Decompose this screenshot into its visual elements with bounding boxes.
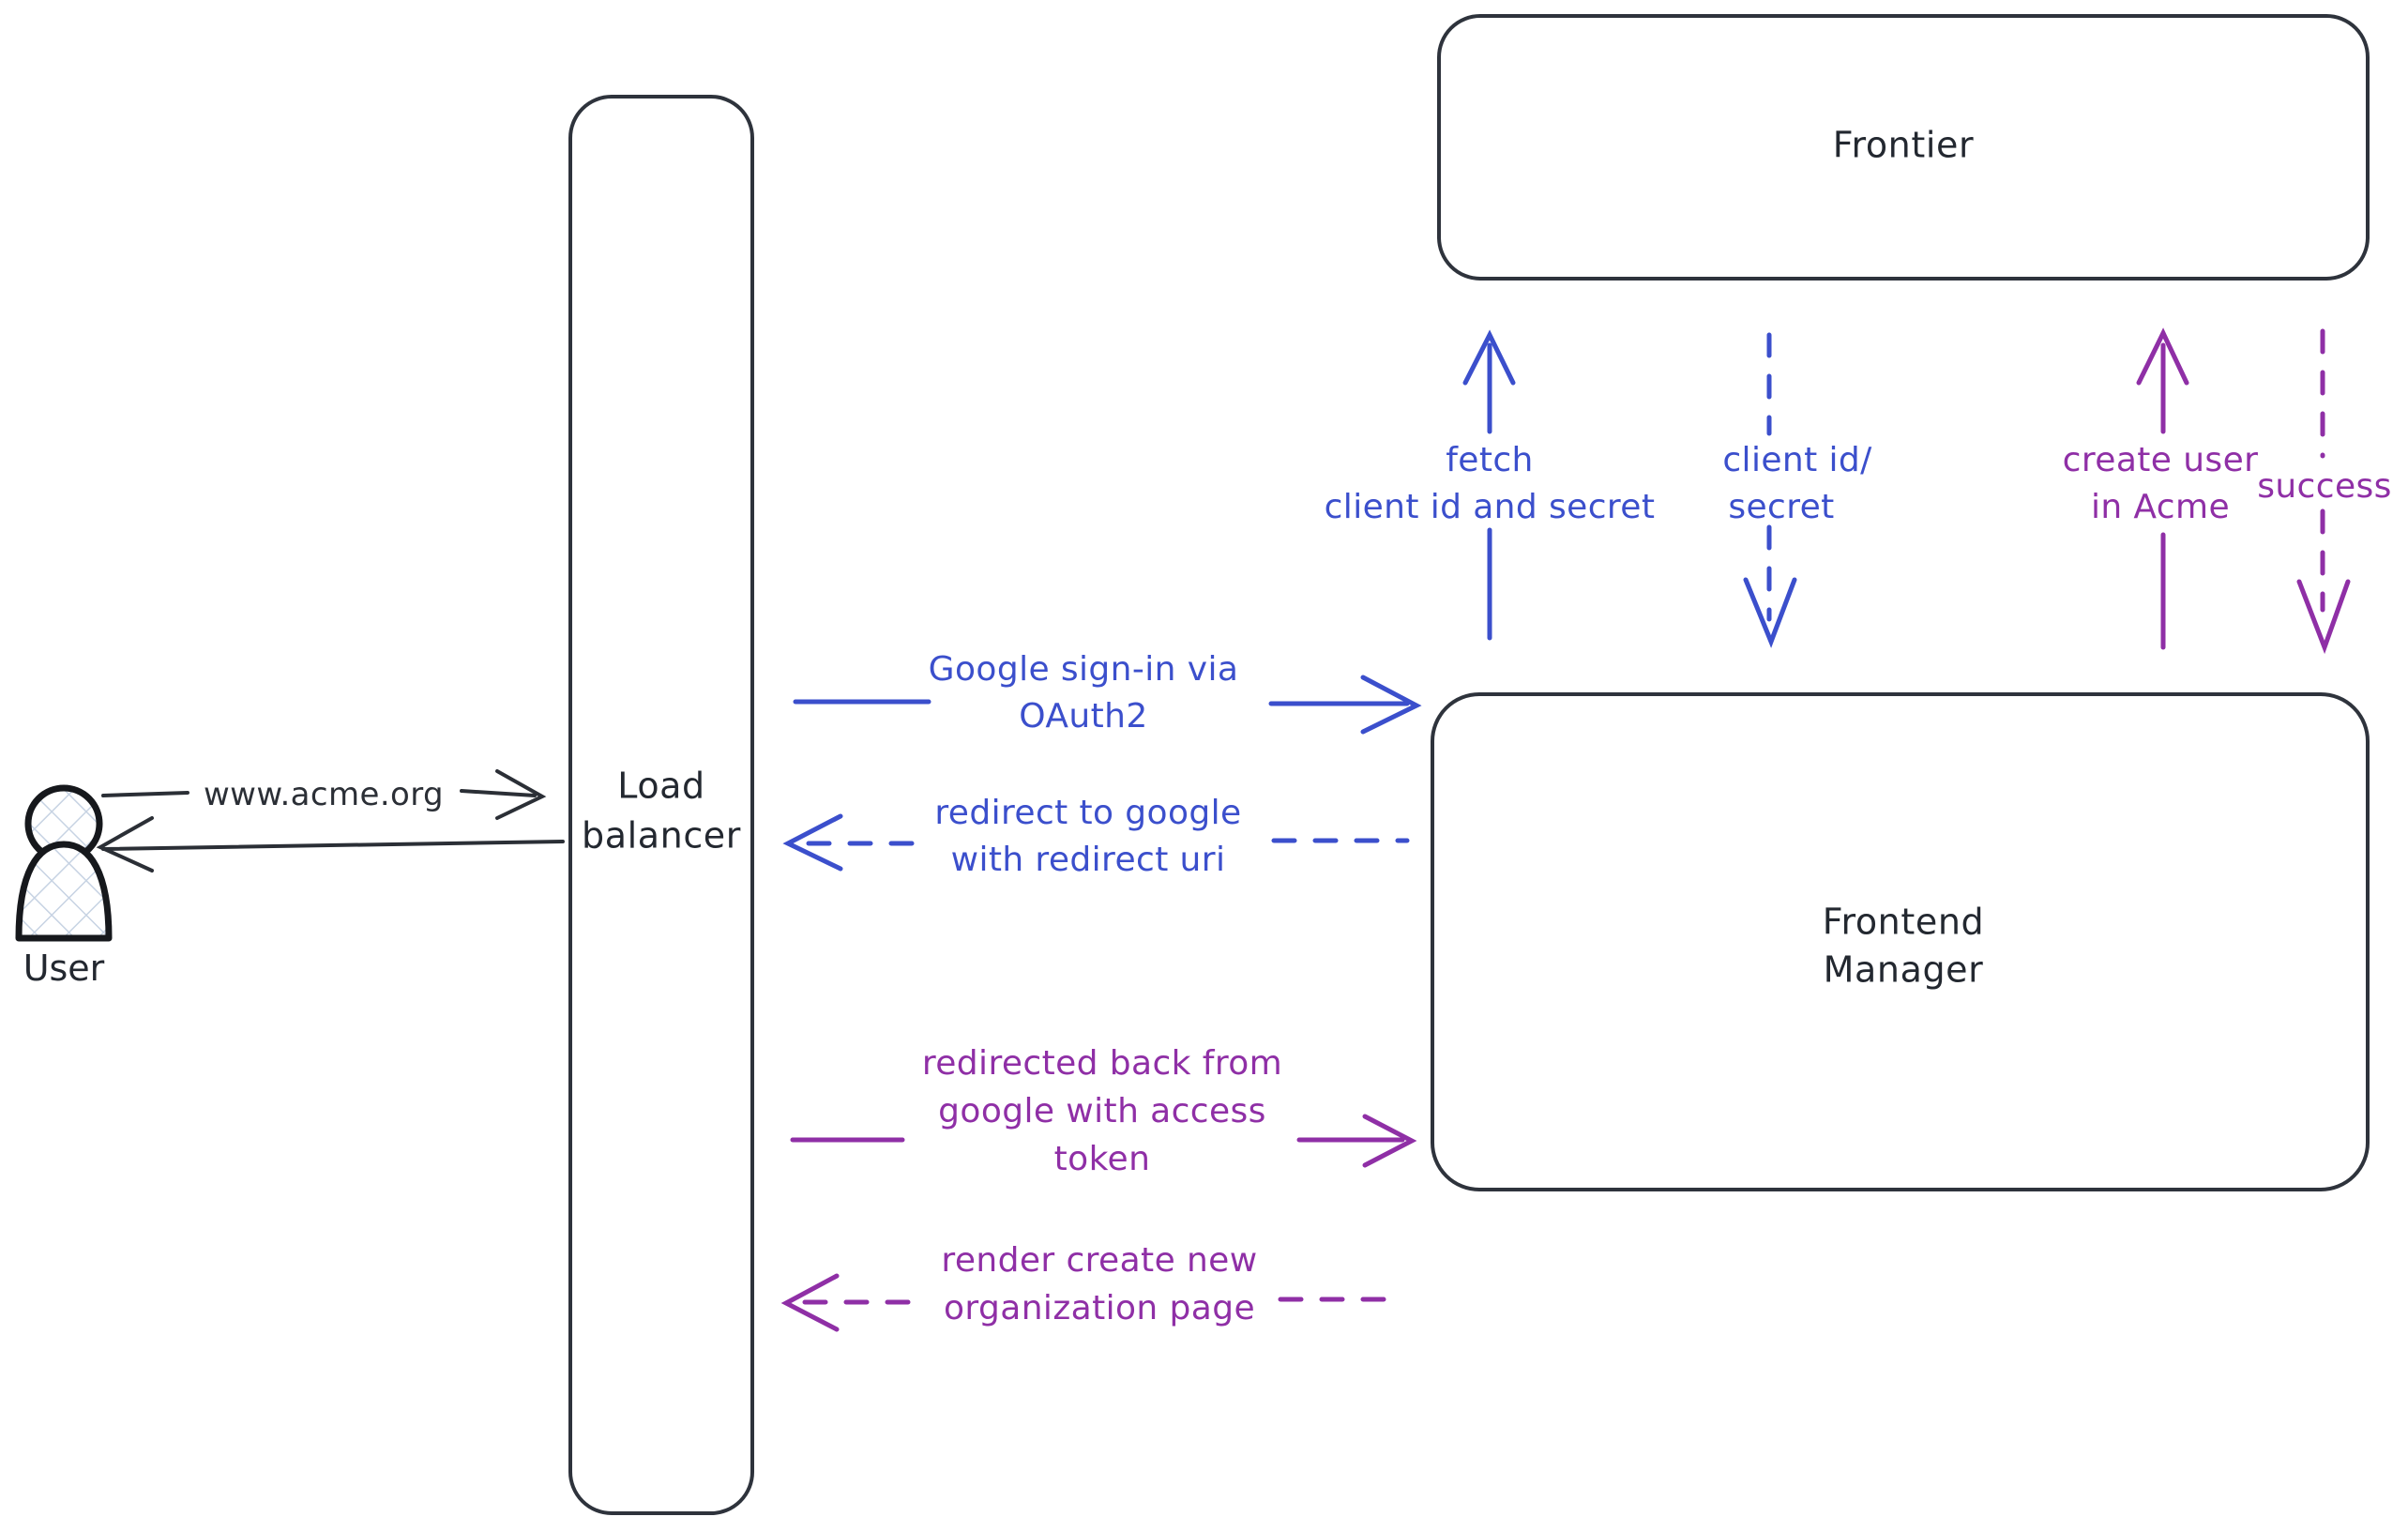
edge-load-balancer-to-user bbox=[96, 816, 565, 872]
edge-label-render-create-org-line1: render create new bbox=[941, 1241, 1257, 1280]
edge-redirect-to-google: redirect to google with redirect uri bbox=[782, 794, 1410, 879]
edge-label-google-signin-line1: Google sign-in via bbox=[929, 650, 1239, 689]
edge-label-redirect-to-google-line1: redirect to google bbox=[934, 794, 1241, 832]
frontend-manager-label-line1: Frontend bbox=[1823, 902, 1985, 943]
edge-label-fetch-client-id-line2: client id and secret bbox=[1325, 488, 1656, 526]
node-frontier[interactable]: Frontier bbox=[1437, 14, 2370, 281]
edge-label-client-id-secret-line2: secret bbox=[1728, 488, 1834, 526]
load-balancer-label-line2: balancer bbox=[582, 815, 741, 857]
frontend-manager-label-line2: Manager bbox=[1824, 949, 1984, 991]
edge-label-google-signin-line2: OAuth2 bbox=[1019, 697, 1147, 736]
edge-fetch-client-id: fetch client id and secret bbox=[1325, 329, 1656, 641]
user-actor-label: User bbox=[23, 948, 105, 989]
node-frontend-manager[interactable]: Frontend Manager bbox=[1431, 692, 2370, 1191]
frontend-manager-box[interactable] bbox=[1431, 692, 2370, 1191]
edge-redirected-back: redirected back from google with access … bbox=[790, 1044, 1417, 1178]
edge-label-redirected-back-line3: token bbox=[1054, 1140, 1151, 1178]
edge-label-redirected-back-line1: redirected back from bbox=[922, 1044, 1282, 1083]
load-balancer-label-line1: Load bbox=[617, 766, 705, 807]
edge-create-user: create user in Acme bbox=[2063, 327, 2259, 650]
edge-label-redirected-back-line2: google with access bbox=[938, 1092, 1266, 1130]
user-actor-icon bbox=[15, 784, 113, 942]
edge-render-create-org: render create new organization page bbox=[780, 1241, 1407, 1332]
edge-label-client-id-secret-line1: client id/ bbox=[1722, 441, 1872, 479]
frontier-box[interactable] bbox=[1437, 14, 2370, 281]
edge-label-render-create-org-line2: organization page bbox=[944, 1289, 1255, 1327]
load-balancer-box[interactable] bbox=[568, 95, 754, 1515]
edge-label-success: success bbox=[2257, 467, 2392, 506]
edge-label-create-user-line1: create user bbox=[2063, 441, 2259, 479]
frontier-label: Frontier bbox=[1833, 125, 1974, 166]
edge-client-id-secret: client id/ secret bbox=[1722, 332, 1872, 648]
edge-label-user-to-load-balancer: www.acme.org bbox=[204, 776, 444, 813]
node-load-balancer[interactable]: Load balancer bbox=[568, 95, 754, 1515]
edge-label-redirect-to-google-line2: with redirect uri bbox=[951, 841, 1226, 879]
user-actor: User bbox=[15, 784, 113, 989]
edge-google-signin: Google sign-in via OAuth2 bbox=[793, 650, 1422, 736]
edge-user-to-load-balancer: www.acme.org bbox=[101, 769, 547, 820]
edge-success: success bbox=[2257, 328, 2392, 655]
edge-label-fetch-client-id-line1: fetch bbox=[1446, 441, 1534, 479]
edge-label-create-user-line2: in Acme bbox=[2091, 488, 2230, 526]
